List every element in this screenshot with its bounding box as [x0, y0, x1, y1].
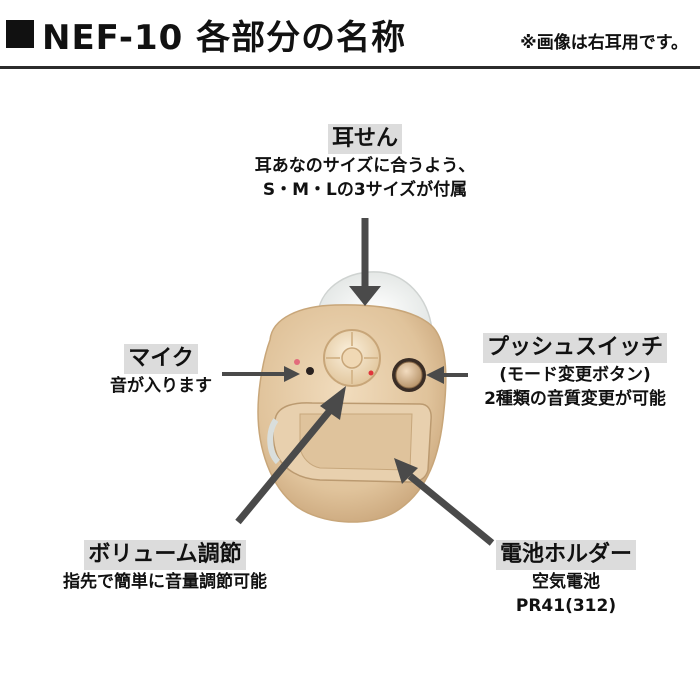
header-square-marker: [6, 20, 34, 48]
mic-label: マイク 音が入ります: [98, 344, 224, 398]
battery-desc-line1: 空気電池: [532, 572, 600, 592]
eartip-label: 耳せん 耳あなのサイズに合うよう、 S・M・Lの3サイズが付属: [240, 124, 490, 202]
eartip-desc-line1: 耳あなのサイズに合うよう、: [254, 156, 476, 176]
push-switch-label: プッシュスイッチ (モード変更ボタン) 2種類の音質変更が可能: [462, 333, 688, 411]
eartip-title: 耳せん: [327, 124, 402, 154]
push-switch-desc-line1: (モード変更ボタン): [499, 365, 651, 385]
mic-title: マイク: [124, 344, 198, 374]
volume-desc: 指先で簡単に音量調節可能: [63, 572, 267, 592]
volume-label: ボリューム調節 指先で簡単に音量調節可能: [20, 540, 310, 594]
battery-title: 電池ホルダー: [495, 540, 636, 570]
eartip-desc-line2: S・M・Lの3サイズが付属: [262, 180, 468, 200]
header-divider: [0, 66, 700, 69]
battery-desc-line2: PR41(312): [515, 596, 617, 616]
battery-label: 電池ホルダー 空気電池 PR41(312): [468, 540, 664, 618]
mic-desc: 音が入ります: [110, 376, 212, 396]
volume-title: ボリューム調節: [84, 540, 246, 570]
page-title: NEF-10 各部分の名称: [42, 18, 407, 58]
image-note: ※画像は右耳用です。: [520, 33, 688, 53]
push-switch-title: プッシュスイッチ: [482, 333, 667, 363]
push-switch-desc-line2: 2種類の音質変更が可能: [484, 389, 666, 409]
header: NEF-10 各部分の名称 ※画像は右耳用です。: [0, 0, 700, 70]
mic-hole-shape: [306, 367, 314, 375]
